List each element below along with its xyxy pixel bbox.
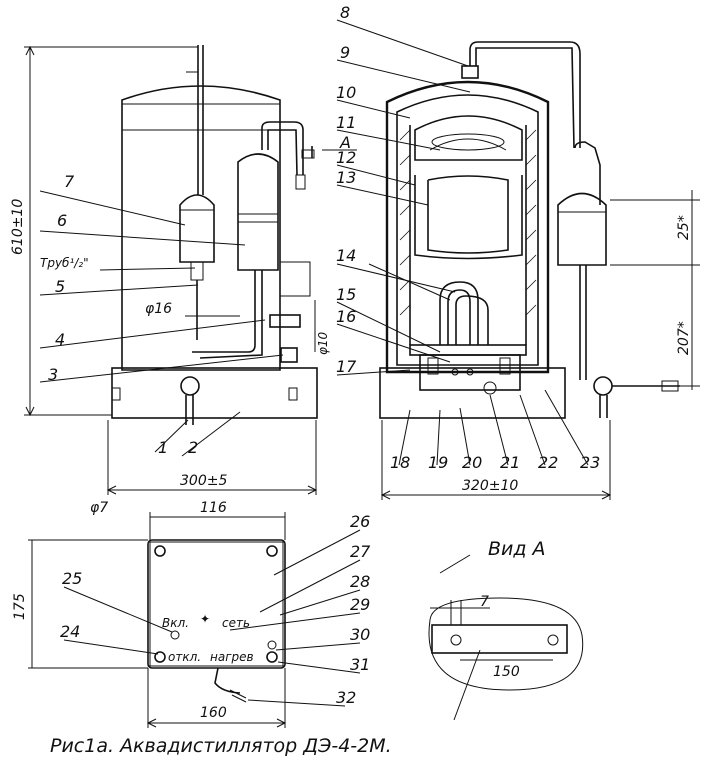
callout-12: 12 [336, 148, 356, 167]
view-a-title: Вид А [488, 538, 546, 560]
dim-viewa-7: 7 [480, 594, 489, 610]
callout-15: 15 [336, 285, 356, 304]
callout-5: 5 [55, 277, 65, 296]
callout-30: 30 [350, 625, 370, 644]
pipe-thread-label: Труб¹/₂" [40, 256, 89, 270]
callout-22: 22 [538, 453, 558, 472]
view-a [428, 554, 584, 721]
section-marker-a: A [339, 133, 351, 152]
callout-24: 24 [60, 622, 80, 641]
callout-6: 6 [57, 211, 67, 230]
callout-32: 32 [336, 688, 356, 707]
figure-caption: Рис1а. Аквадистиллятор ДЭ-4-2М. [50, 735, 392, 757]
callout-31: 31 [350, 655, 370, 674]
callout-29: 29 [350, 595, 370, 614]
callout-13: 13 [336, 168, 356, 187]
dim-width-left: 300±5 [180, 473, 227, 489]
callout-4: 4 [55, 330, 65, 349]
callout-3: 3 [48, 365, 58, 384]
dim-base-116: 116 [200, 500, 227, 516]
callout-8: 8 [340, 3, 350, 22]
switch-star: ✦ [200, 612, 210, 626]
dim-width-right: 320±10 [462, 478, 518, 494]
exterior-view [24, 45, 318, 495]
callout-19: 19 [428, 453, 448, 472]
dim-pipe-dia: φ16 [145, 301, 172, 317]
callout-27: 27 [350, 542, 371, 561]
callout-9: 9 [340, 43, 350, 62]
callout-10: 10 [336, 83, 356, 102]
base-plan-view [28, 512, 361, 728]
switch-off-label: откл. [168, 650, 201, 664]
dim-hole: φ7 [90, 500, 108, 516]
mains-label: сеть [222, 616, 250, 630]
callout-26: 26 [350, 512, 370, 531]
dim-207: 207* [676, 321, 692, 355]
callout-28: 28 [350, 572, 370, 591]
callout-25: 25 [62, 569, 82, 588]
dim-base-160: 160 [200, 705, 227, 721]
callout-2: 2 [188, 438, 198, 457]
section-view [311, 19, 700, 500]
switch-on-label: Вкл. [162, 616, 189, 630]
callout-16: 16 [336, 307, 356, 326]
dim-25: 25* [676, 215, 692, 240]
callout-18: 18 [390, 453, 410, 472]
heater-label: нагрев [210, 650, 254, 664]
callout-11: 11 [336, 113, 356, 132]
callout-7: 7 [64, 172, 75, 191]
callout-21: 21 [500, 453, 520, 472]
callout-1: 1 [158, 438, 168, 457]
callout-23: 23 [580, 453, 600, 472]
callout-14: 14 [336, 246, 356, 265]
dim-viewa-150: 150 [493, 664, 520, 680]
dim-height: 610±10 [10, 199, 26, 255]
callout-17: 17 [336, 357, 357, 376]
dim-base-175: 175 [12, 593, 28, 620]
callout-20: 20 [462, 453, 482, 472]
dim-dia-10: φ10 [316, 331, 330, 355]
